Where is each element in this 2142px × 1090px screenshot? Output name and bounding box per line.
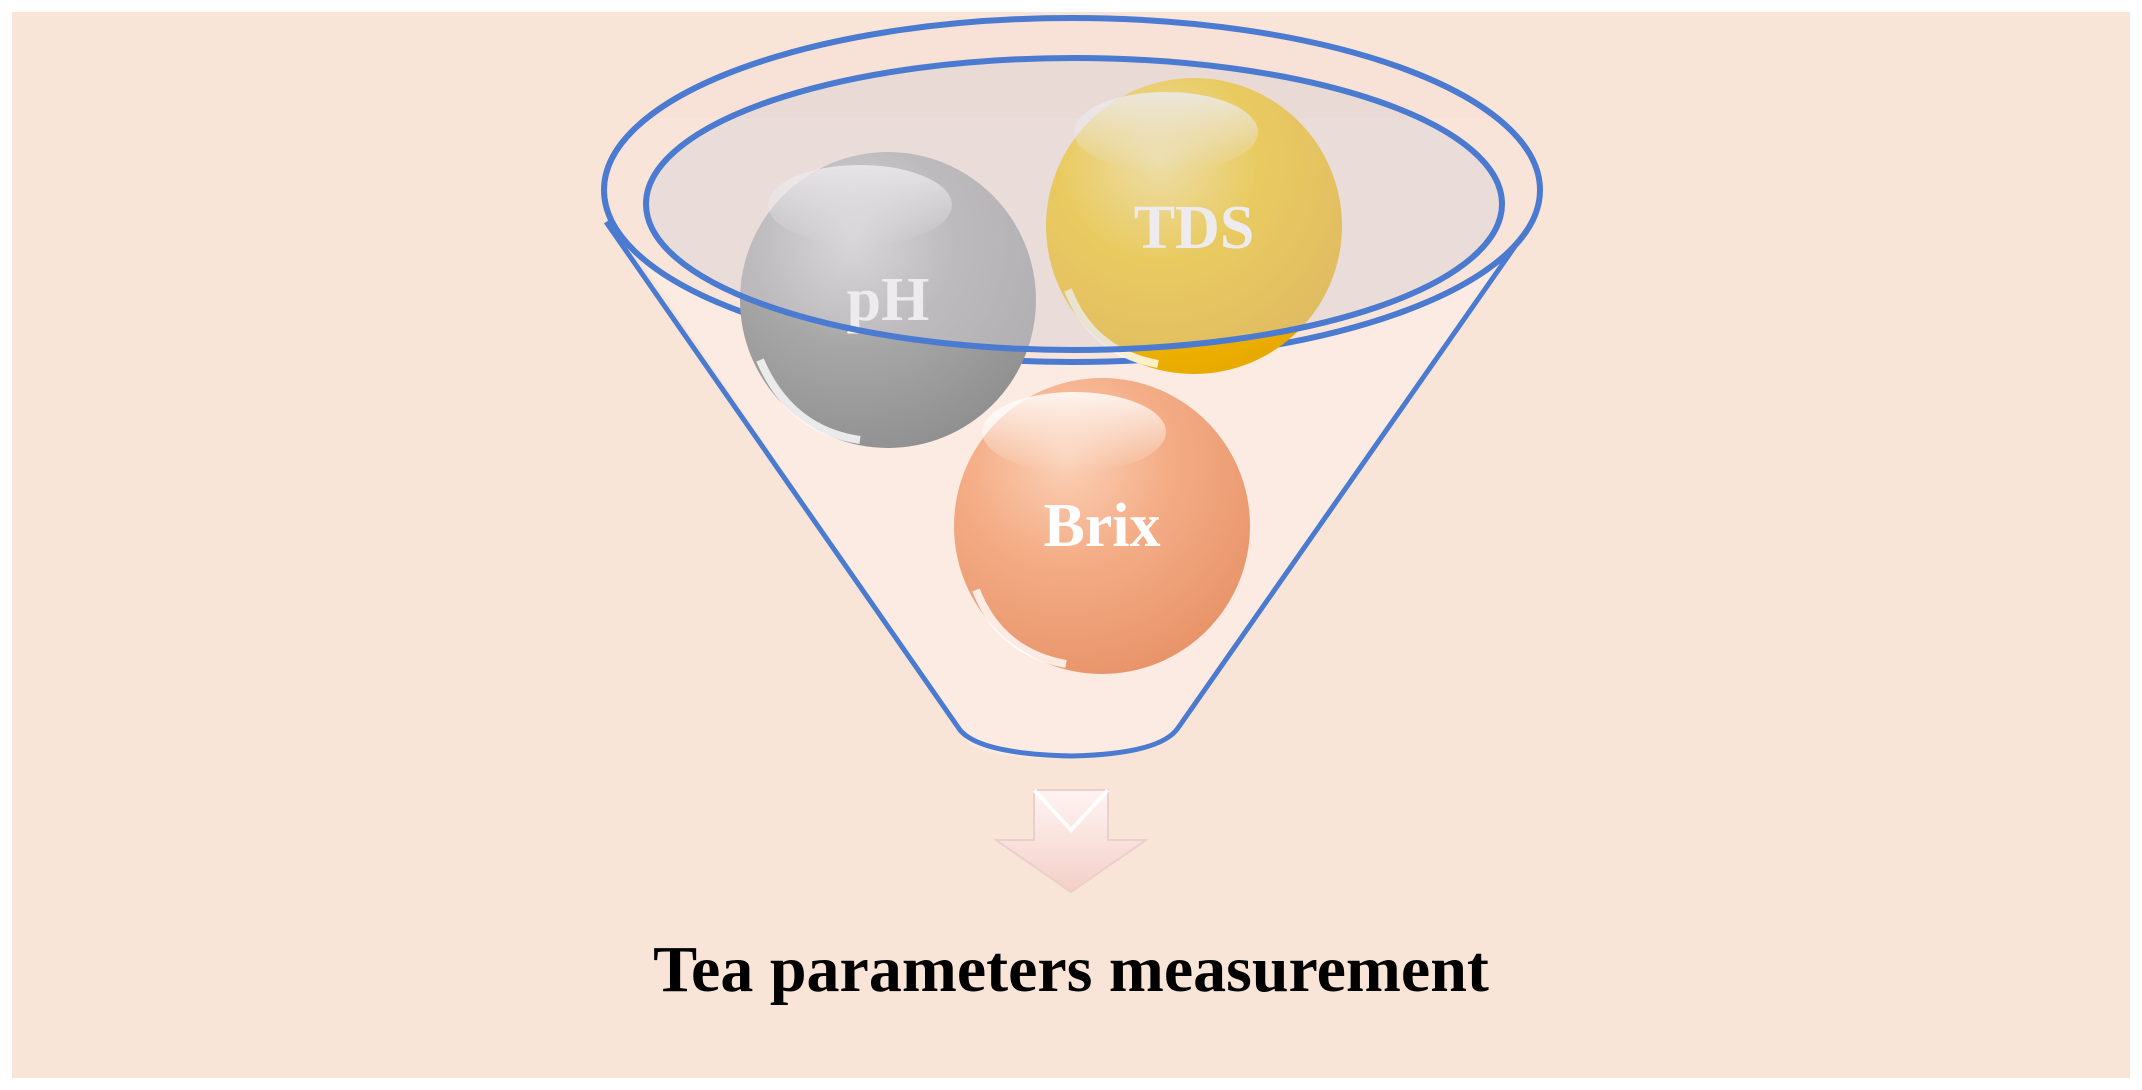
caption: Tea parameters measurement	[653, 933, 1489, 1006]
ball-label-tds: TDS	[1134, 194, 1255, 262]
funnel-left-edge	[603, 220, 1535, 759]
ball-tds: TDS	[1046, 78, 1342, 374]
ball-ph: pH	[740, 152, 1036, 448]
ball-brix: Brix	[954, 378, 1250, 674]
down-arrow-icon	[992, 788, 1150, 894]
funnel-inner-rim	[643, 55, 1505, 353]
ball-label-brix: Brix	[1043, 492, 1160, 560]
ball-label-ph: pH	[847, 266, 930, 334]
